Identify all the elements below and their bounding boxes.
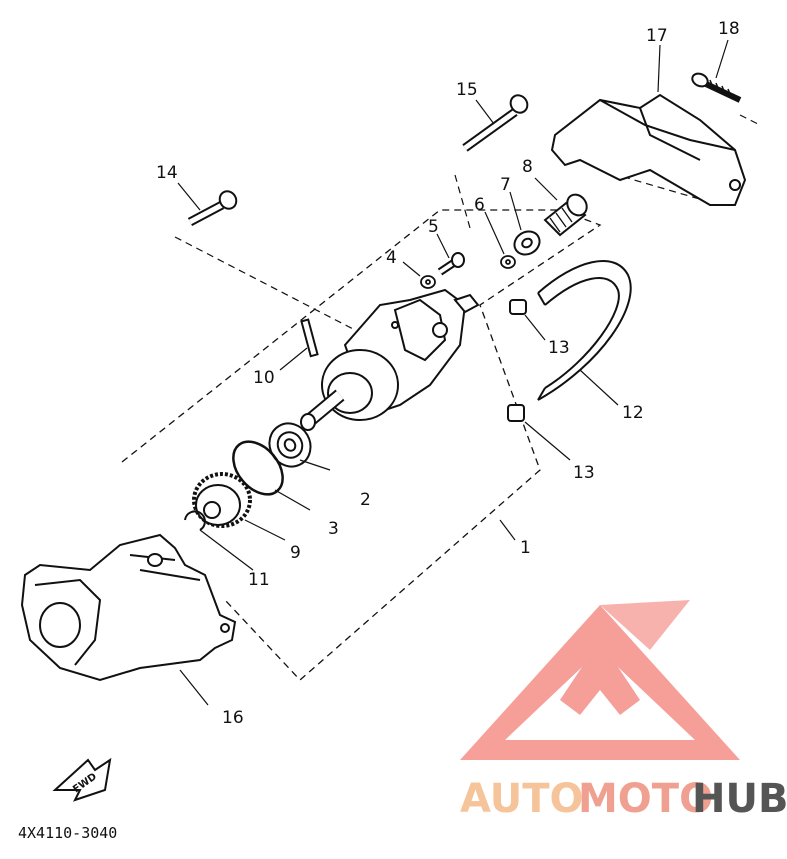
callout-5: 5 xyxy=(428,217,439,237)
oil-pump-body xyxy=(300,288,480,431)
callout-16: 16 xyxy=(222,708,244,728)
callout-8: 8 xyxy=(522,157,533,177)
forward-arrow-icon: FWD xyxy=(52,757,112,802)
callout-6: 6 xyxy=(474,195,485,215)
figure-code: 4X4110-3040 xyxy=(18,824,117,842)
circlip-part-11 xyxy=(184,510,206,531)
callout-10: 10 xyxy=(253,368,275,388)
washer-part-6 xyxy=(500,255,516,269)
hose-part-12 xyxy=(537,260,632,401)
screw-part-18 xyxy=(691,72,742,103)
callout-15: 15 xyxy=(456,80,478,100)
case-cover-part-16 xyxy=(20,533,237,682)
bracket-part-17 xyxy=(550,93,747,206)
watermark-text: AUTO MOTO HUB xyxy=(460,776,787,822)
callout-18: 18 xyxy=(718,19,740,39)
callout-13-upper: 13 xyxy=(548,338,570,358)
clip-part-13-upper xyxy=(509,299,527,315)
washer-part-7 xyxy=(513,230,541,256)
callout-3: 3 xyxy=(328,519,339,539)
automotohub-logo-icon xyxy=(460,600,740,760)
bolt-part-14 xyxy=(187,190,238,226)
gear-part-9 xyxy=(192,472,252,528)
callout-14: 14 xyxy=(156,163,178,183)
watermark-moto: MOTO xyxy=(578,776,713,822)
callout-17: 17 xyxy=(646,26,668,46)
bracket-dashed-lines xyxy=(174,114,761,331)
watermark-hub: HUB xyxy=(692,776,787,822)
leader-lines xyxy=(177,39,729,706)
pin-part-10 xyxy=(300,318,319,358)
watermark-auto: AUTO xyxy=(460,776,584,822)
callout-1: 1 xyxy=(520,538,531,558)
washer-part-4 xyxy=(420,275,436,289)
bolt-part-8 xyxy=(543,193,588,237)
callout-9: 9 xyxy=(290,543,301,563)
callout-7: 7 xyxy=(500,175,511,195)
bolt-part-15 xyxy=(462,94,529,152)
callout-2: 2 xyxy=(360,490,371,510)
clip-part-13-lower xyxy=(507,404,525,422)
callout-11: 11 xyxy=(248,570,270,590)
callout-12: 12 xyxy=(622,403,644,423)
callout-13-lower: 13 xyxy=(573,463,595,483)
bolt-part-5 xyxy=(437,252,465,276)
callout-4: 4 xyxy=(386,248,397,268)
assembly-boundary xyxy=(121,209,602,681)
